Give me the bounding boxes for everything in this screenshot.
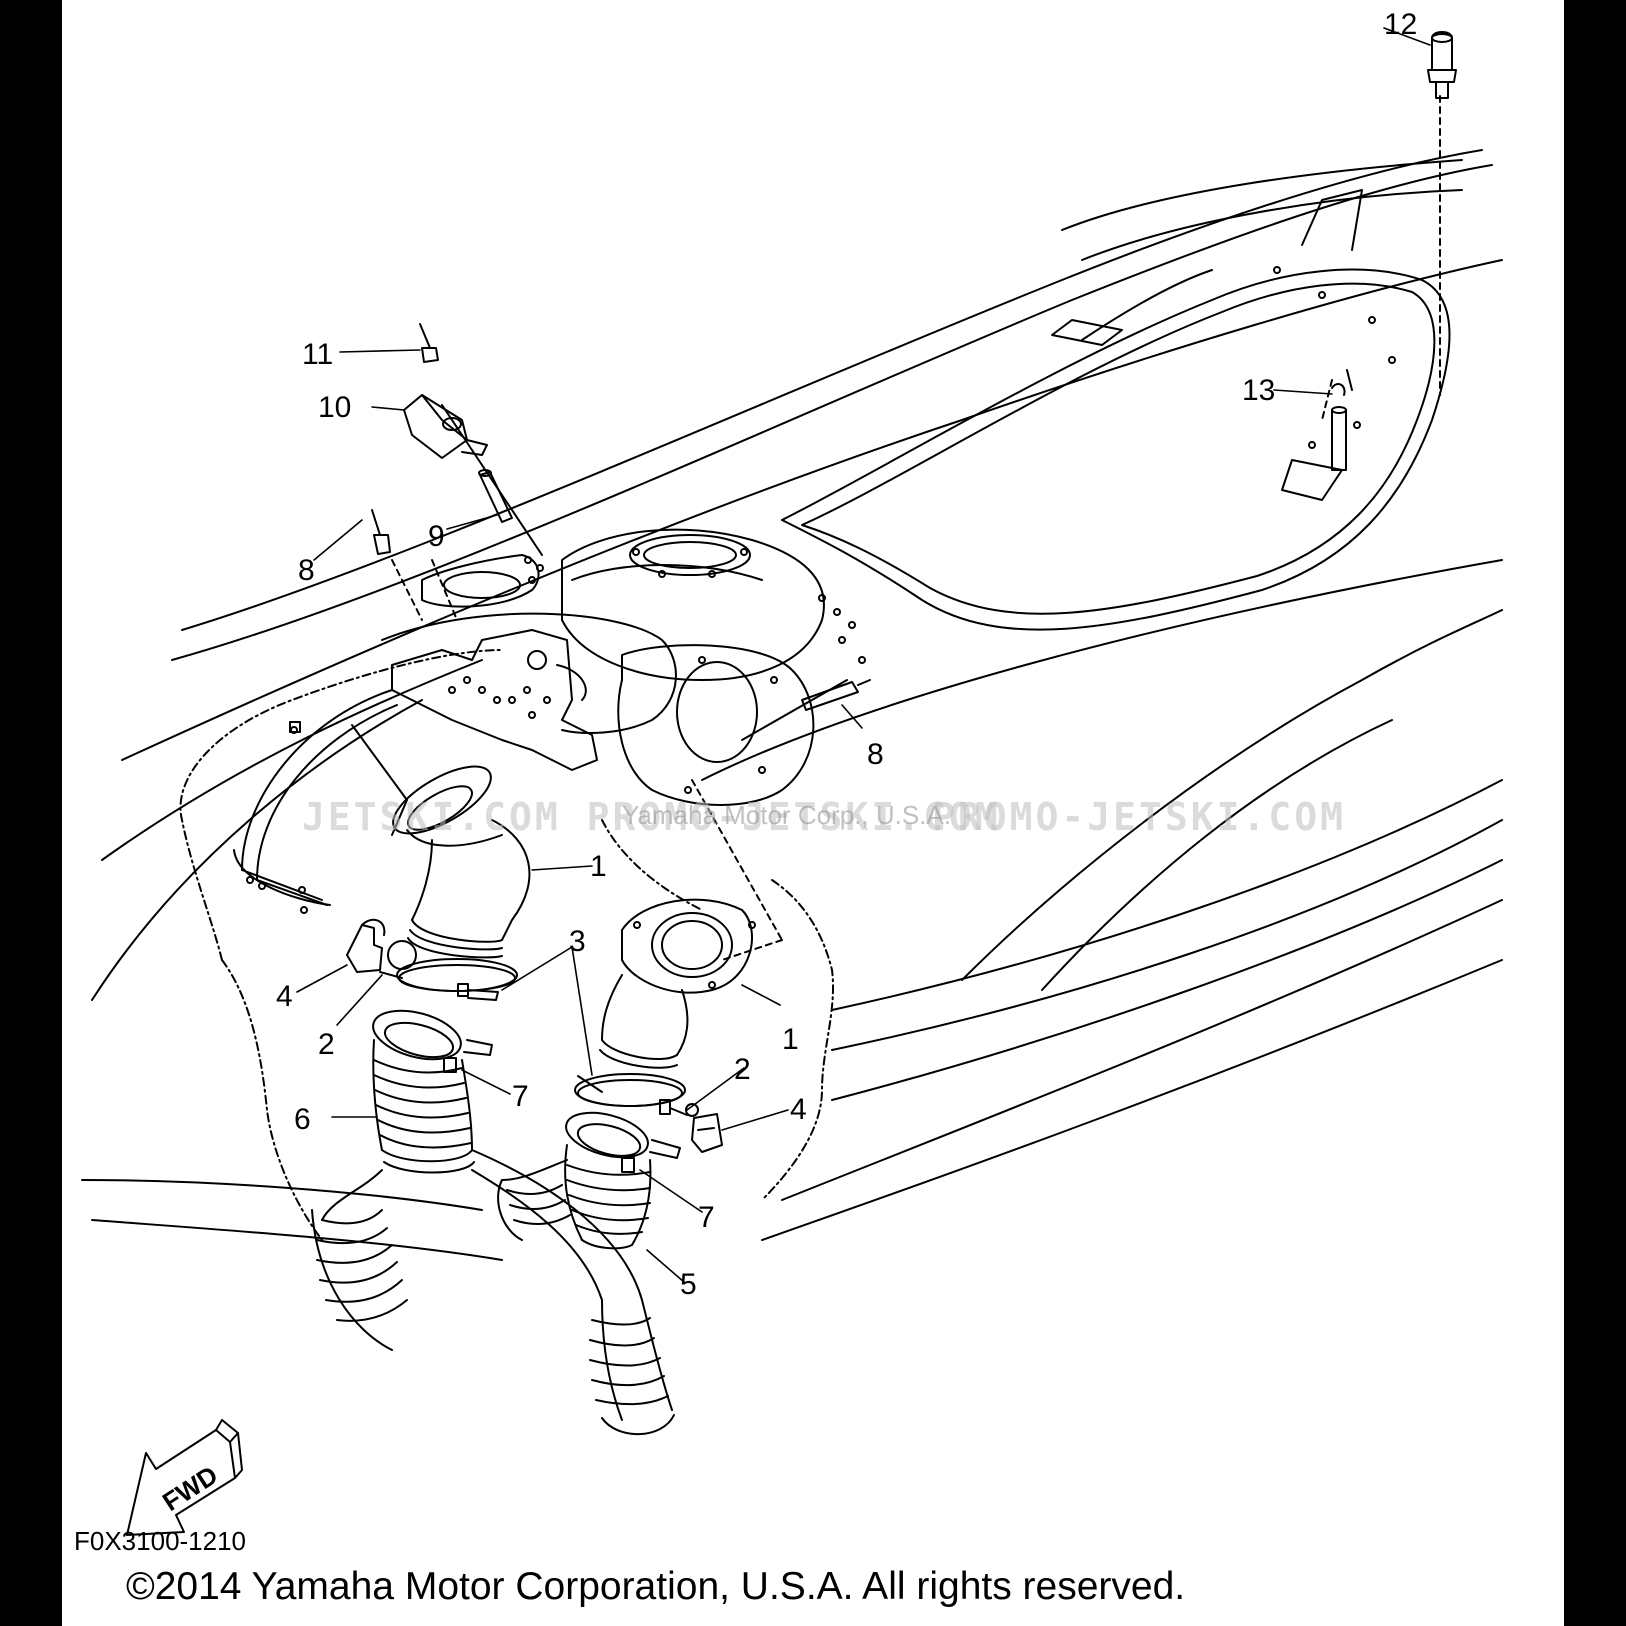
callout-3: 3 xyxy=(569,925,586,958)
callout-9: 9 xyxy=(428,520,445,553)
callout-13: 13 xyxy=(1242,374,1276,407)
deck-seat-opening xyxy=(781,159,1463,631)
hose-part-13 xyxy=(1331,369,1353,471)
rivet-part-8b xyxy=(801,679,871,711)
copyright-notice: ©2014 Yamaha Motor Corporation, U.S.A. A… xyxy=(126,1565,1186,1608)
callout-4-lower: 4 xyxy=(790,1093,807,1126)
callout-2-lower: 2 xyxy=(734,1053,751,1086)
cutaway-region xyxy=(179,649,834,1241)
leader-lines xyxy=(296,27,1431,1283)
watermark-left: JETSKI.COM PROMO-JETSKI.COM xyxy=(302,795,1001,839)
callout-6: 6 xyxy=(294,1103,311,1136)
front-deck xyxy=(381,528,866,806)
assembly-lines-solid xyxy=(351,404,848,836)
forward-arrow-icon: FWD xyxy=(126,1419,243,1536)
watermark-right: PROMO-JETSKI.COM xyxy=(932,795,1347,839)
callout-1-lower: 1 xyxy=(782,1023,799,1056)
drain-plug-part xyxy=(1427,31,1457,99)
callout-4-upper: 4 xyxy=(276,980,293,1013)
callout-7-upper: 7 xyxy=(512,1080,529,1113)
pipe-part-9 xyxy=(478,469,513,523)
rivet-part-11 xyxy=(419,323,439,363)
clamp-set-lower xyxy=(574,1073,723,1153)
callout-1-upper: 1 xyxy=(590,850,607,883)
watermark-center: Yamaha Motor Corp., U.S.A. xyxy=(622,800,951,830)
bracket-part-10 xyxy=(403,394,488,459)
callout-10: 10 xyxy=(318,391,352,424)
diagram-code: F0X3100-1210 xyxy=(74,1526,247,1556)
air-duct-part-1-lower xyxy=(599,898,756,1069)
callout-7-lower: 7 xyxy=(698,1201,715,1234)
bellows-duct-part-6 xyxy=(311,1009,675,1436)
callout-12: 12 xyxy=(1384,8,1418,41)
callout-8-front: 8 xyxy=(298,554,315,587)
assembly-lines xyxy=(391,95,1441,961)
fwd-label: FWD xyxy=(157,1460,223,1517)
callout-11: 11 xyxy=(302,338,334,371)
hull-exploded-drawing: FWD xyxy=(81,27,1503,1536)
hull-outline xyxy=(81,149,1503,1261)
callout-8-side: 8 xyxy=(867,738,884,771)
parts-diagram-sheet: FWD JETSKI.COM PROMO-JETSKI.COM PROMO-JE… xyxy=(62,0,1564,1626)
callout-5: 5 xyxy=(680,1268,697,1301)
front-storage-opening xyxy=(233,689,398,914)
rivet-part-8a xyxy=(371,509,391,555)
callout-2-upper: 2 xyxy=(318,1028,335,1061)
clamp-set-upper xyxy=(346,918,518,1001)
air-duct-part-1-upper xyxy=(392,765,531,959)
bellows-duct-part-5 xyxy=(497,1111,681,1250)
